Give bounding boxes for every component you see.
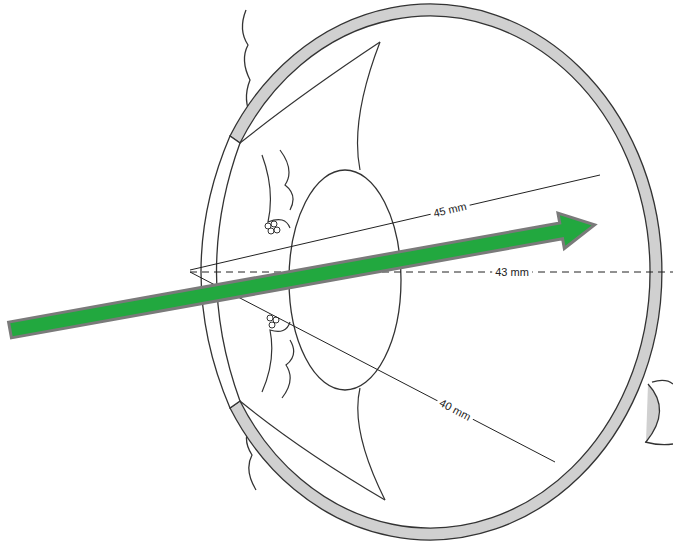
optic-nerve bbox=[645, 380, 673, 444]
dimension-label: 40 mm bbox=[434, 395, 475, 425]
light-arrow bbox=[7, 207, 598, 348]
dimension-label: 45 mm bbox=[429, 199, 471, 221]
optic-disc bbox=[646, 384, 660, 442]
dimension-label: 43 mm bbox=[492, 266, 532, 279]
dimension-line bbox=[190, 272, 555, 462]
dimension-line bbox=[190, 272, 673, 273]
